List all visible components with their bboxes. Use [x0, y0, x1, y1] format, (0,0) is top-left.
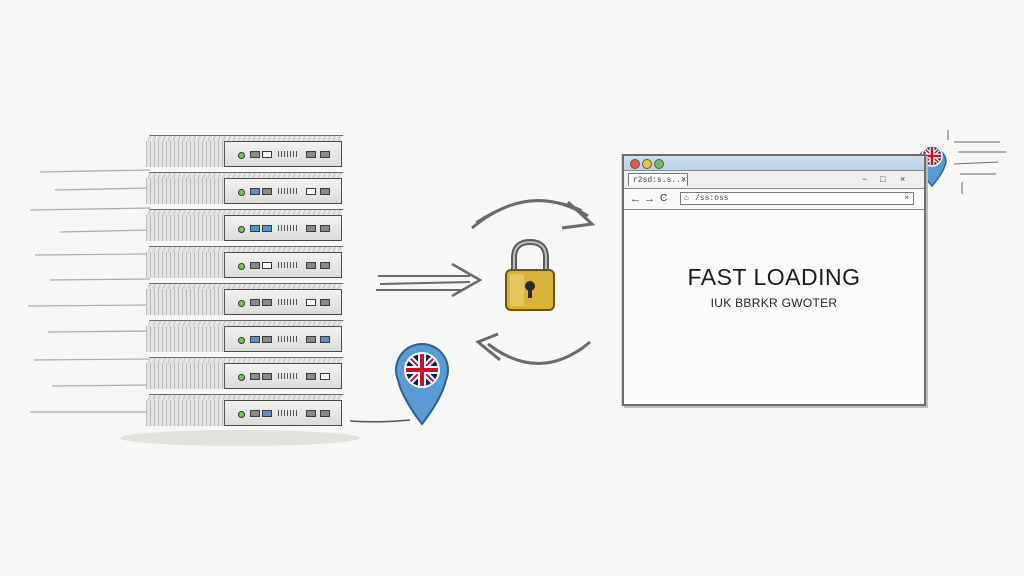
motion-marks	[947, 130, 1006, 194]
browser-titlebar	[624, 156, 924, 171]
page-subheading: IUK BBRKR GWOTER	[710, 296, 838, 310]
back-arrow-icon[interactable]: ←	[630, 193, 641, 205]
server-unit	[146, 172, 346, 204]
tab-close-icon[interactable]: ×	[681, 174, 687, 184]
server-unit	[146, 357, 346, 389]
home-icon[interactable]: ⌂	[684, 194, 689, 203]
minimize-window-button[interactable]	[642, 159, 652, 169]
forward-arrow-icon[interactable]: →	[644, 193, 655, 205]
clear-url-icon[interactable]: ×	[904, 194, 909, 203]
window-minimize-icon[interactable]: −	[862, 174, 868, 184]
address-bar[interactable]: ⌂ /ss:oss ×	[680, 192, 914, 205]
navigation-bar: ← → C ⌂ /ss:oss ×	[624, 189, 924, 210]
tab-bar: r2sd:s.s... × − □ ×	[624, 171, 924, 189]
padlock-icon	[505, 238, 555, 311]
maximize-window-button[interactable]	[654, 159, 664, 169]
close-window-button[interactable]	[630, 159, 640, 169]
server-unit	[146, 135, 346, 167]
server-unit	[146, 283, 346, 315]
browser-tab[interactable]: r2sd:s.s...	[628, 173, 688, 186]
window-maximize-icon[interactable]: □	[880, 174, 886, 184]
server-unit	[146, 394, 346, 426]
address-bar-url: /ss:oss	[695, 194, 729, 203]
reload-icon[interactable]: C	[660, 193, 668, 204]
window-close-icon[interactable]: ×	[900, 174, 906, 184]
uk-flag-location-pin-icon	[395, 343, 449, 426]
tab-label: r2sd:s.s...	[633, 176, 686, 185]
server-unit	[146, 246, 346, 278]
page-headline: FAST LOADING	[687, 264, 861, 290]
server-unit	[146, 209, 346, 241]
server-unit	[146, 320, 346, 352]
browser-window: r2sd:s.s... × − □ × ← → C ⌂ /ss:oss × FA…	[622, 154, 926, 406]
